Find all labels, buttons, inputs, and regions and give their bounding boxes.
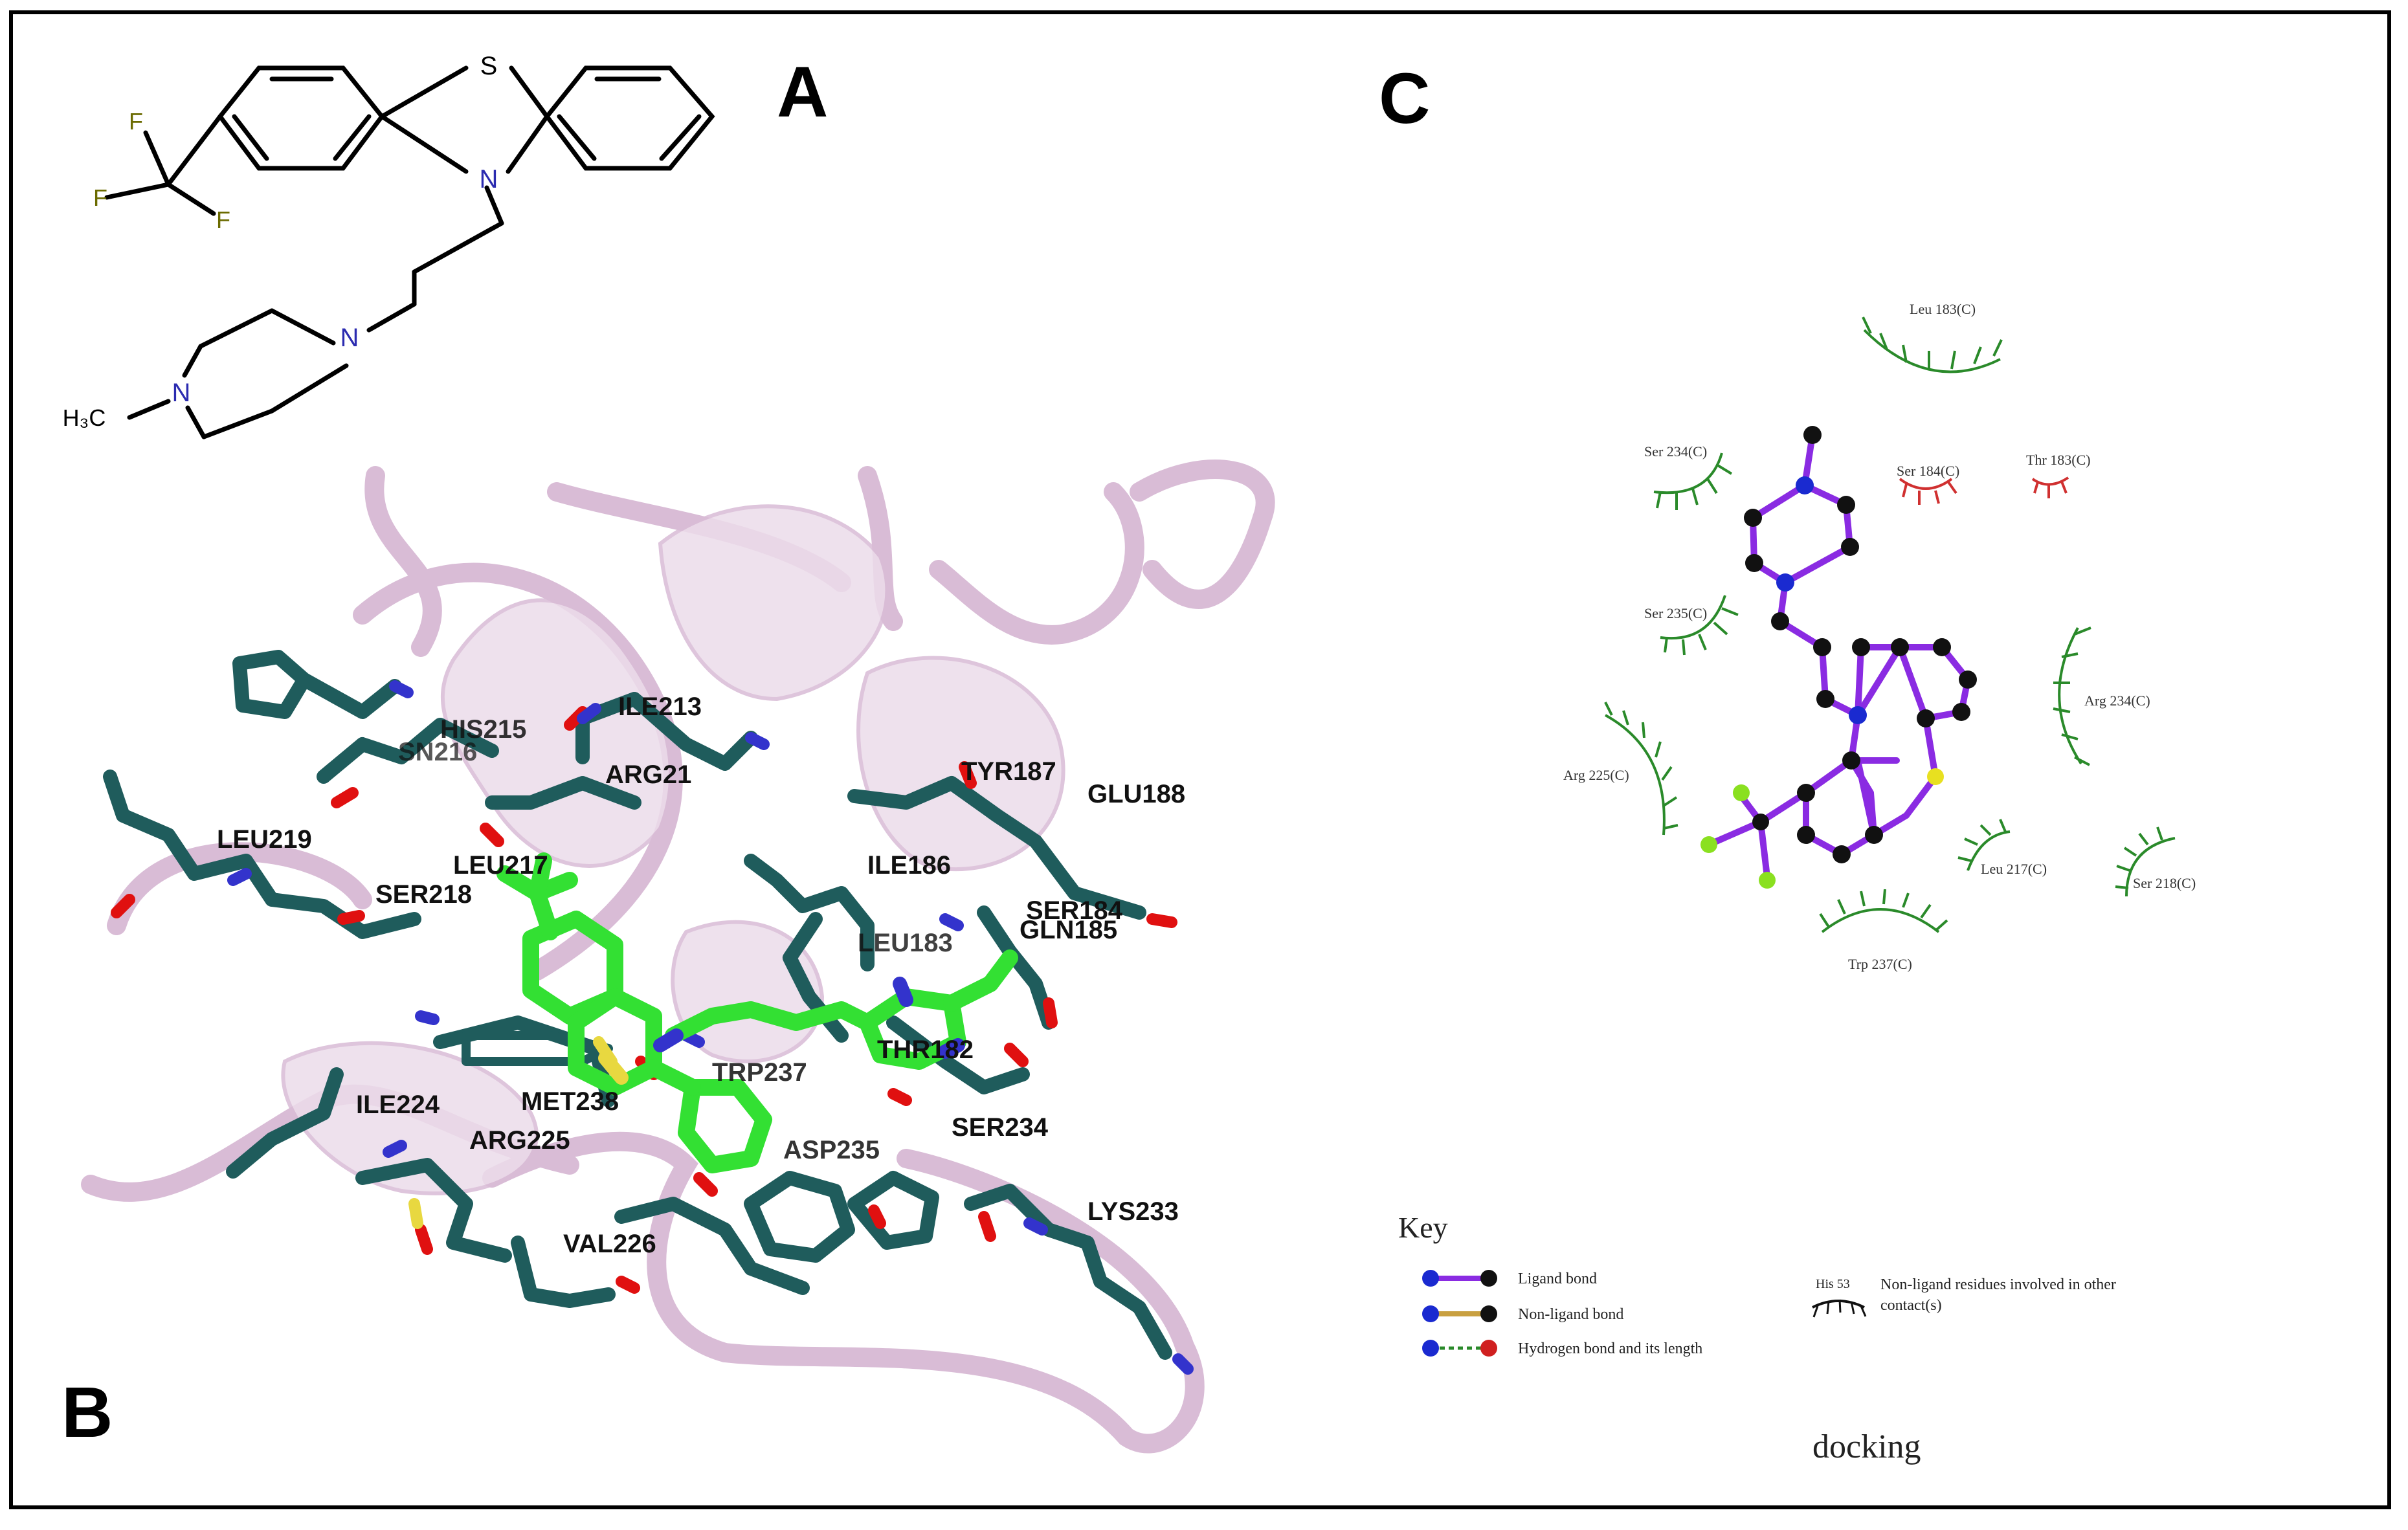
ligplot-residue-label: Trp 237(C) <box>1848 956 1912 972</box>
arc-trp237 <box>1819 889 1948 933</box>
ligplot-residue-label: Leu 217(C) <box>1981 861 2047 877</box>
ligplot-residue-label: Leu 183(C) <box>1910 301 1976 317</box>
panel-c-ligplot: Leu 183(C) Ser 234(C) Ser 184(C) Thr 183… <box>1398 301 2196 1465</box>
ligand-atoms <box>598 977 965 1085</box>
key-non-ligand-bond-label: Non-ligand bond <box>1518 1306 1623 1323</box>
panel-label-b: B <box>61 1373 113 1452</box>
arc-arg234 <box>2053 626 2091 766</box>
panel-b-docking-pose: HIS215 SN216 ILE213 ARG21 LEU219 LEU217 … <box>81 460 1275 1454</box>
arc-ser218 <box>2115 826 2176 897</box>
ligplot-residue-label: Ser 234(C) <box>1644 443 1707 460</box>
ligplot-residue-label: Ser 218(C) <box>2133 875 2196 891</box>
atom-s: S <box>480 52 498 80</box>
ligand-atom-dots <box>1700 426 1977 889</box>
residue-label: SN216 <box>398 738 477 766</box>
ligplot-residue-label: Ser 184(C) <box>1897 463 1959 479</box>
key-ligand-bond: Ligand bond <box>1422 1270 1597 1287</box>
residue-label: TYR187 <box>961 757 1056 786</box>
panel-a-atom-labels: S N N N F F F H₃C <box>63 52 498 431</box>
residue-label: THR182 <box>877 1036 974 1064</box>
panel-a-structure <box>104 65 715 439</box>
residue-label: ILE186 <box>867 851 951 880</box>
arc-ser235 <box>1660 595 1739 656</box>
key-hbond: Hydrogen bond and its length <box>1422 1340 1702 1357</box>
key-non-ligand-bond: Non-ligand bond <box>1422 1305 1623 1323</box>
arc-ser234 <box>1653 452 1733 510</box>
residue-label: MET238 <box>521 1087 619 1116</box>
ligplot-residue-labels: Leu 183(C) Ser 234(C) Ser 184(C) Thr 183… <box>1563 301 2196 972</box>
hydrophobic-arcs <box>1604 316 2176 933</box>
key-hydrophobic-residue: His 53 <box>1816 1277 1850 1291</box>
residue-label: ILE213 <box>618 693 702 721</box>
atom-methyl: H₃C <box>63 405 106 431</box>
ligplot-caption: docking <box>1812 1428 1921 1465</box>
ligplot-residue-label: Ser 235(C) <box>1644 605 1707 621</box>
atom-n-piperazine-2: N <box>172 379 191 407</box>
arc-thr183 <box>2031 476 2069 498</box>
atom-n-piperazine-1: N <box>340 324 359 352</box>
residue-sticks <box>103 650 1172 1360</box>
residue-label: VAL226 <box>563 1230 656 1258</box>
atom-f3: F <box>216 206 230 233</box>
residue-label: HIS215 <box>440 715 526 744</box>
ligplot-key: Key Ligand bond Non-ligand bond Hydrogen… <box>1398 1211 2116 1357</box>
atom-n-ring: N <box>480 165 498 194</box>
key-hbond-label: Hydrogen bond and its length <box>1518 1340 1702 1357</box>
figure-frame <box>9 10 2391 1509</box>
residue-label: ILE224 <box>356 1091 440 1119</box>
residue-label: ARG21 <box>605 760 691 789</box>
residue-label: ASP235 <box>783 1136 880 1164</box>
key-title: Key <box>1398 1211 1448 1244</box>
left-benzene-ring <box>217 65 385 171</box>
residue-label: LYS233 <box>1087 1197 1179 1226</box>
key-hydrophobic-desc-1: Non-ligand residues involved in other <box>1880 1276 2116 1293</box>
residue-label: SER234 <box>952 1113 1049 1142</box>
ligand-sticks <box>496 852 1018 1173</box>
ligplot-residue-label: Arg 225(C) <box>1563 767 1629 783</box>
panel-label-c: C <box>1379 59 1430 139</box>
residue-label: SER218 <box>375 880 472 909</box>
residue-labels: HIS215 SN216 ILE213 ARG21 LEU219 LEU217 … <box>217 693 1185 1258</box>
key-hydrophobic-arc <box>1812 1300 1865 1309</box>
atom-f1: F <box>129 108 143 135</box>
arc-ser184 <box>1899 478 1957 505</box>
ligplot-residue-label: Arg 234(C) <box>2084 693 2150 709</box>
residue-label: LEU217 <box>453 851 548 880</box>
arc-leu217 <box>1957 819 2011 871</box>
key-ligand-bond-label: Ligand bond <box>1518 1270 1597 1287</box>
key-hydrophobic: His 53 Non-ligand residues involved in o… <box>1812 1276 2116 1318</box>
right-benzene-ring <box>544 65 715 171</box>
residue-label: SER184 <box>1026 896 1123 925</box>
arc-leu183 <box>1862 316 2003 373</box>
key-hydrophobic-desc-2: contact(s) <box>1880 1297 1942 1314</box>
residue-label: GLU188 <box>1087 780 1185 808</box>
arc-arg225 <box>1604 702 1678 836</box>
residue-label: LEU219 <box>217 825 312 854</box>
atom-f2: F <box>93 184 107 211</box>
residue-label: LEU183 <box>858 929 953 957</box>
residue-label: TRP237 <box>712 1058 807 1087</box>
residue-label: ARG225 <box>469 1126 570 1155</box>
residue-label: GLN185 <box>1020 916 1117 944</box>
ligplot-residue-label: Thr 183(C) <box>2026 452 2091 468</box>
panel-label-a: A <box>777 52 828 132</box>
